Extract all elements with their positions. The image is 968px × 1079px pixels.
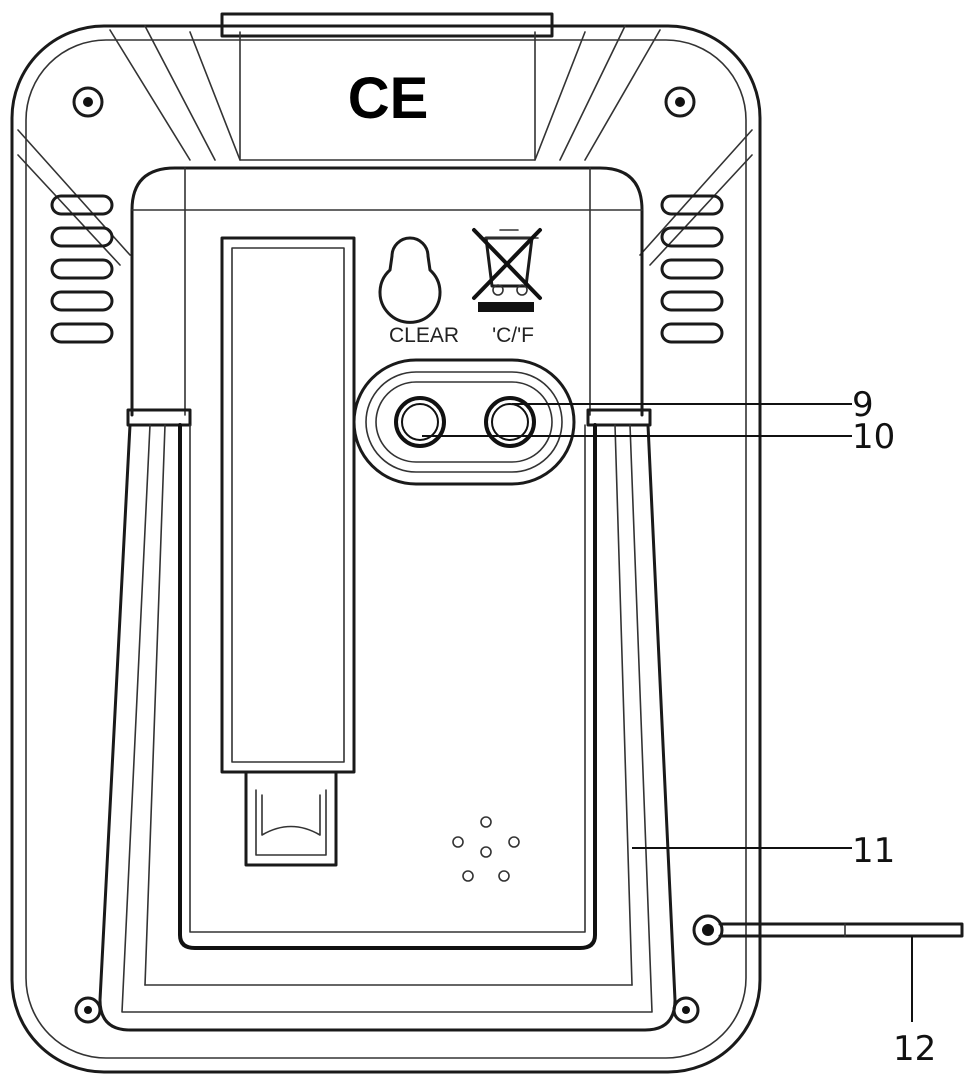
vent-slots-left bbox=[50, 194, 114, 344]
speaker-holes-icon bbox=[452, 816, 520, 882]
leader-lines bbox=[422, 403, 913, 1022]
housing bbox=[10, 24, 762, 1074]
screw-bottom-right-icon bbox=[672, 996, 700, 1024]
sensor-probe bbox=[692, 914, 964, 946]
unit-button-label: 'C/'F bbox=[492, 324, 534, 347]
callout-10: 10 bbox=[852, 417, 895, 457]
screw-top-right-icon bbox=[664, 86, 696, 118]
callout-9: 9 bbox=[852, 385, 874, 425]
back-panel bbox=[130, 166, 644, 417]
top-clip: CE bbox=[189, 12, 586, 161]
clear-button-label: CLEAR bbox=[389, 324, 459, 347]
screw-top-left-icon bbox=[72, 86, 104, 118]
callout-12: 12 bbox=[893, 1029, 936, 1069]
vent-slots-right bbox=[660, 194, 724, 344]
stand bbox=[98, 408, 677, 1032]
screw-bottom-left-icon bbox=[74, 996, 102, 1024]
battery-compartment bbox=[220, 236, 356, 867]
keyhole-hanger-icon bbox=[378, 236, 442, 324]
weee-crossed-bin-icon bbox=[472, 228, 542, 312]
ce-mark: CE bbox=[348, 66, 429, 131]
clear-button[interactable] bbox=[394, 396, 446, 448]
unit-toggle-button[interactable] bbox=[484, 396, 536, 448]
callout-11: 11 bbox=[852, 831, 895, 871]
button-recess bbox=[352, 358, 576, 486]
